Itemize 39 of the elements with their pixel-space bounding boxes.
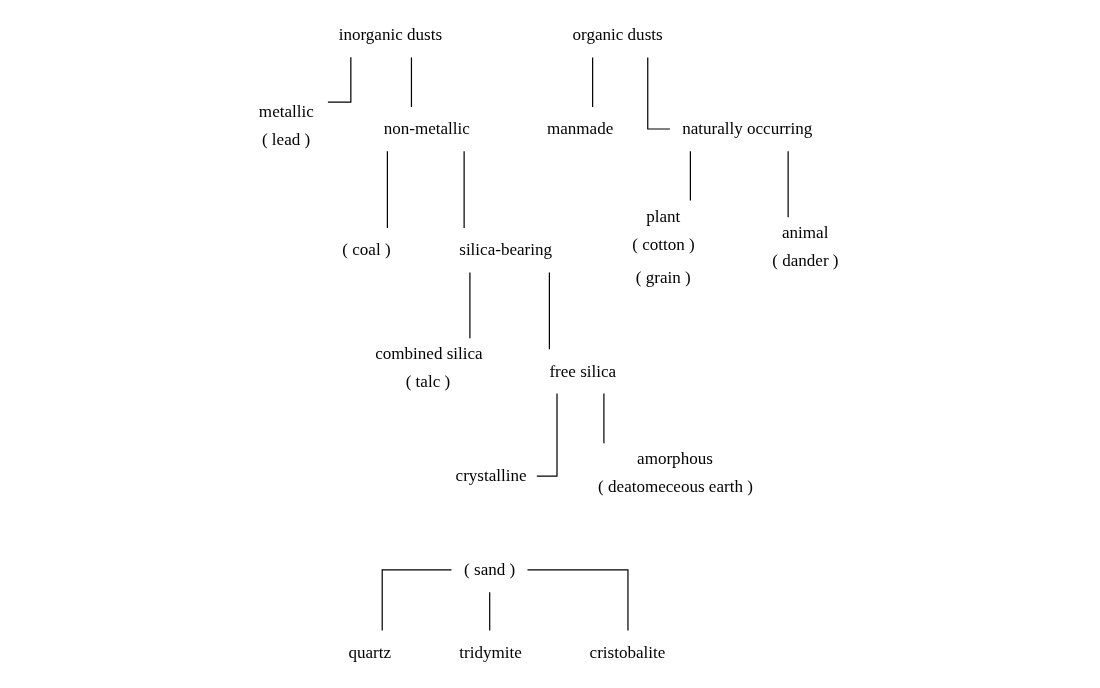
- connector: [463, 150, 465, 229]
- node-text: ( coal ): [342, 240, 391, 260]
- connector: [489, 591, 491, 632]
- node-label: ( cotton ): [632, 235, 695, 255]
- connector: [689, 150, 691, 202]
- node-text: tridymite: [459, 642, 522, 662]
- node-text: quartz: [348, 642, 391, 662]
- connector: [386, 150, 388, 229]
- node-text: animal: [782, 223, 829, 243]
- connector: [327, 56, 352, 103]
- node-text: organic dusts: [572, 25, 663, 45]
- node-text: metallic: [258, 102, 314, 122]
- connector: [526, 569, 629, 632]
- node-text: cristobalite: [589, 642, 666, 662]
- node-label: ( deatomeceous earth ): [598, 477, 753, 497]
- node-text: amorphous: [637, 449, 713, 469]
- connector: [787, 150, 789, 218]
- connector: [548, 271, 550, 350]
- connector: [536, 393, 558, 477]
- node-label: ( lead ): [261, 130, 311, 150]
- node-text: combined silica: [375, 344, 483, 364]
- node-text: plant: [646, 207, 681, 227]
- node-label: ( dander ): [772, 251, 839, 271]
- connector: [410, 56, 413, 108]
- connector: [592, 56, 594, 108]
- node-text: manmade: [546, 119, 614, 139]
- node-text: crystalline: [455, 466, 527, 486]
- node-text: ( sand ): [464, 560, 516, 580]
- connector: [647, 56, 671, 130]
- node-text: silica-bearing: [459, 240, 553, 260]
- node-label: ( talc ): [405, 372, 451, 392]
- node-text: inorganic dusts: [338, 25, 443, 45]
- node-label: ( grain ): [635, 268, 691, 288]
- node-text: naturally occurring: [682, 119, 813, 139]
- connector: [381, 569, 453, 632]
- connector: [469, 271, 471, 339]
- connector: [603, 393, 605, 444]
- node-text: non-metallic: [383, 119, 470, 139]
- node-text: free silica: [549, 361, 617, 381]
